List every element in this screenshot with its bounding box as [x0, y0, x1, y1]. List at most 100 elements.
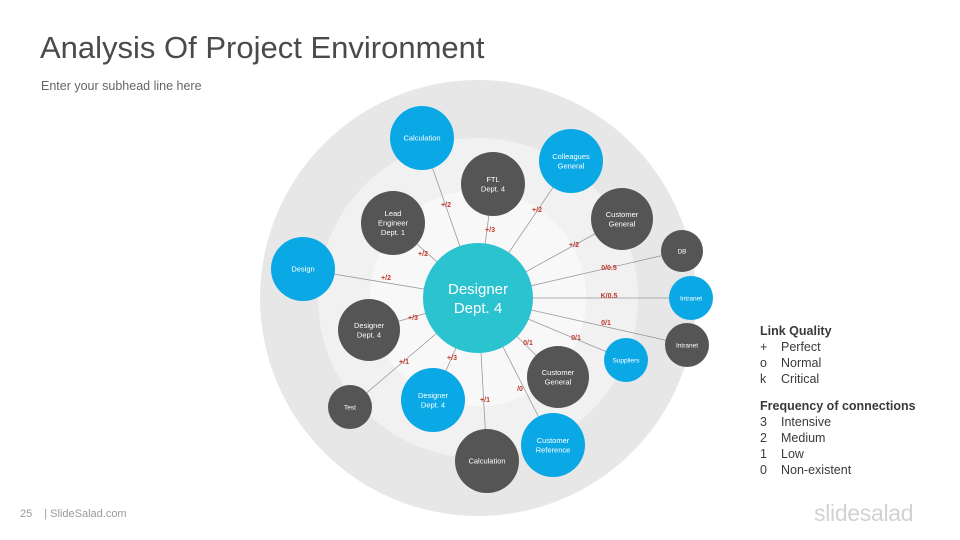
link-label: +/3	[408, 315, 418, 322]
diagram-node[interactable]: Suppliers	[604, 338, 648, 382]
link-label: +/3	[447, 355, 457, 362]
legend-frequency-item: 2 Medium	[760, 430, 916, 446]
link-label: 0/1	[601, 320, 611, 327]
node-label: Designer	[418, 391, 449, 400]
link-label: +/2	[569, 242, 579, 249]
legend-text: Intensive	[781, 415, 832, 429]
link-label: 0/1	[571, 335, 581, 342]
footer: 25| SlideSalad.com	[20, 508, 127, 520]
legend-symbol: 1	[760, 447, 767, 461]
link-label: +/2	[532, 207, 542, 214]
link-label: K/0.5	[601, 293, 618, 300]
diagram-node[interactable]: Design	[271, 237, 335, 301]
center-node[interactable]: Designer Dept. 4	[423, 243, 533, 353]
node-label: General	[558, 161, 585, 170]
diagram-node[interactable]: Calculation	[455, 429, 519, 493]
legend-frequency-title: Frequency of connections	[760, 399, 916, 413]
node-circle	[461, 152, 525, 216]
link-label: +/1	[480, 397, 490, 404]
link-label: +/3	[485, 227, 495, 234]
page-subtitle: Enter your subhead line here	[41, 79, 202, 93]
brand-logo: slidesalad	[814, 500, 914, 526]
legend-text: Non-existent	[781, 463, 852, 477]
legend-symbol: o	[760, 356, 767, 370]
node-circle	[669, 276, 713, 320]
node-label: General	[609, 219, 636, 228]
legend-quality-item: + Perfect	[760, 339, 916, 355]
diagram-node[interactable]: Calculation	[390, 106, 454, 170]
node-circle	[361, 191, 425, 255]
node-circle	[328, 385, 372, 429]
node-circle	[591, 188, 653, 250]
link-label: +/2	[381, 275, 391, 282]
center-node-line2: Dept. 4	[454, 300, 502, 317]
link-label: 0/0.5	[601, 265, 617, 272]
node-circle	[665, 323, 709, 367]
legend-text: Perfect	[781, 340, 821, 354]
diagram-node[interactable]: Intranet	[665, 323, 709, 367]
node-label: Test	[344, 404, 356, 411]
node-circle	[527, 346, 589, 408]
footer-site[interactable]: | SlideSalad.com	[44, 508, 127, 520]
node-circle	[455, 429, 519, 493]
legend-quality-title: Link Quality	[760, 324, 832, 338]
node-label: Dept. 4	[357, 330, 381, 339]
page-title: Analysis Of Project Environment	[40, 30, 485, 65]
legend-symbol: 3	[760, 415, 767, 429]
node-label: Dept. 1	[381, 228, 405, 237]
node-label: Calculation	[403, 134, 440, 143]
link-label: 0/1	[523, 340, 533, 347]
node-label: Engineer	[378, 219, 409, 228]
node-label: Dept. 4	[481, 184, 505, 193]
node-label: Designer	[354, 321, 385, 330]
diagram-node[interactable]: Test	[328, 385, 372, 429]
node-circle	[338, 299, 400, 361]
legend-symbol: 2	[760, 431, 767, 445]
node-label: DB	[677, 248, 686, 255]
legend-symbol: +	[760, 340, 768, 354]
legend-text: Critical	[781, 372, 820, 386]
node-label: Calculation	[468, 457, 505, 466]
legend-text: Low	[781, 447, 804, 461]
legend-frequency-item: 3 Intensive	[760, 414, 916, 430]
legend-quality-item: k Critical	[760, 371, 916, 387]
legend-frequency-item: 1 Low	[760, 446, 916, 462]
node-label: Intranet	[680, 295, 702, 302]
node-label: FTL	[486, 175, 499, 184]
legend-text: Medium	[781, 431, 826, 445]
center-node-circle	[423, 243, 533, 353]
legend-symbol: k	[760, 372, 767, 386]
diagram-node[interactable]: Intranet	[669, 276, 713, 320]
node-circle	[604, 338, 648, 382]
node-label: Suppliers	[612, 357, 640, 364]
node-label: Colleagues	[552, 152, 590, 161]
node-circle	[521, 413, 585, 477]
node-label: Design	[291, 265, 314, 274]
node-circle	[661, 230, 703, 272]
link-label: /0	[517, 386, 523, 393]
node-label: General	[545, 377, 572, 386]
node-label: Reference	[536, 445, 571, 454]
center-node-line1: Designer	[448, 281, 508, 298]
node-label: Customer	[606, 210, 639, 219]
node-label: Customer	[537, 436, 570, 445]
node-label: Lead	[385, 209, 402, 218]
link-label: +/2	[418, 251, 428, 258]
node-label: Dept. 4	[421, 400, 445, 409]
node-circle	[401, 368, 465, 432]
link-label: +/2	[441, 202, 451, 209]
diagram-node[interactable]: DB	[661, 230, 703, 272]
node-circle	[390, 106, 454, 170]
node-label: Customer	[542, 368, 575, 377]
